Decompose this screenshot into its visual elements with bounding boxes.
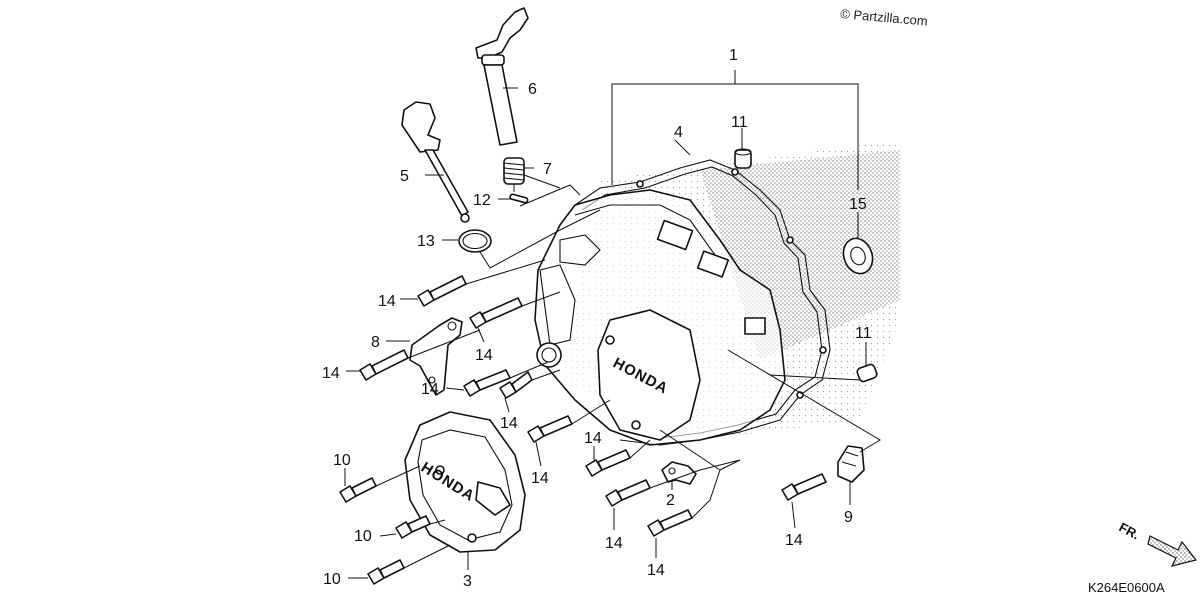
front-label: FR. bbox=[1117, 519, 1143, 542]
callout-10-a: 10 bbox=[333, 452, 351, 469]
diagram-code: K264E0600A bbox=[1088, 580, 1165, 595]
callout-11-a: 11 bbox=[731, 114, 748, 131]
callout-14-h: 14 bbox=[605, 535, 623, 552]
bolt-14-a bbox=[417, 275, 467, 307]
assembly-guide-lines bbox=[375, 174, 881, 569]
callout-14-b: 14 bbox=[475, 347, 493, 364]
o-ring-part-13 bbox=[458, 229, 492, 253]
oil-dipstick-part-5 bbox=[401, 101, 470, 223]
callout-14-i: 14 bbox=[647, 562, 665, 579]
partzilla-watermark: © Partzilla.com bbox=[840, 6, 929, 29]
callout-13: 13 bbox=[417, 233, 435, 250]
callout-14-g: 14 bbox=[584, 430, 602, 447]
spring-part-7 bbox=[503, 157, 525, 192]
callout-15: 15 bbox=[849, 196, 867, 213]
callout-5: 5 bbox=[400, 168, 409, 185]
bolt-10-c bbox=[367, 559, 405, 585]
callout-1: 1 bbox=[729, 47, 738, 64]
callout-14-e: 14 bbox=[500, 415, 518, 432]
callout-labels: 1 2 3 4 5 6 7 8 9 10 10 10 11 11 12 13 1… bbox=[322, 47, 872, 590]
callout-leader-lines bbox=[344, 87, 867, 579]
front-arrow-icon bbox=[1147, 535, 1198, 567]
shaft-part-6 bbox=[475, 7, 529, 146]
bolt-14-c bbox=[359, 349, 409, 381]
callout-11-b: 11 bbox=[855, 325, 872, 342]
dowel-pin-part-11-top bbox=[734, 148, 752, 169]
callout-14-j: 14 bbox=[785, 532, 803, 549]
callout-2: 2 bbox=[666, 492, 675, 509]
bolt-14-b bbox=[469, 297, 523, 329]
bearing-part-15 bbox=[842, 237, 874, 275]
clutch-cover-part-3: HONDA bbox=[404, 411, 526, 553]
dowel-pin-part-11-right bbox=[856, 363, 878, 383]
callout-10-b: 10 bbox=[354, 528, 372, 545]
bolt-14-i bbox=[647, 509, 693, 537]
front-direction-indicator: FR. bbox=[1117, 519, 1198, 567]
callout-6: 6 bbox=[528, 81, 537, 98]
bolt-14-j bbox=[781, 473, 827, 501]
bolt-10-b bbox=[395, 515, 431, 539]
callout-bracket-1 bbox=[611, 70, 859, 190]
callout-12: 12 bbox=[473, 192, 491, 209]
clip-part-2 bbox=[661, 461, 697, 485]
bolt-14-f bbox=[527, 415, 573, 443]
callout-14-f: 14 bbox=[531, 470, 549, 487]
callout-9: 9 bbox=[844, 509, 853, 526]
bolt-14-h bbox=[605, 479, 651, 507]
callout-14-a: 14 bbox=[378, 293, 396, 310]
callout-14-c: 14 bbox=[322, 365, 340, 382]
gasket-part-4 bbox=[574, 159, 831, 446]
callout-14-d: 14 bbox=[421, 381, 439, 398]
callout-8: 8 bbox=[371, 334, 380, 351]
callout-10-c: 10 bbox=[323, 571, 341, 588]
crankcase-cover-part-1: HONDA bbox=[534, 189, 786, 446]
sensor-part-9 bbox=[837, 445, 865, 483]
pin-part-12 bbox=[509, 193, 529, 204]
svg-text:© Partzilla.com: © Partzilla.com bbox=[840, 6, 929, 29]
callout-3: 3 bbox=[463, 573, 472, 590]
callout-7: 7 bbox=[543, 161, 552, 178]
bolt-14-g bbox=[585, 449, 631, 477]
callout-4: 4 bbox=[674, 124, 683, 141]
bracket-part-8 bbox=[409, 317, 463, 396]
